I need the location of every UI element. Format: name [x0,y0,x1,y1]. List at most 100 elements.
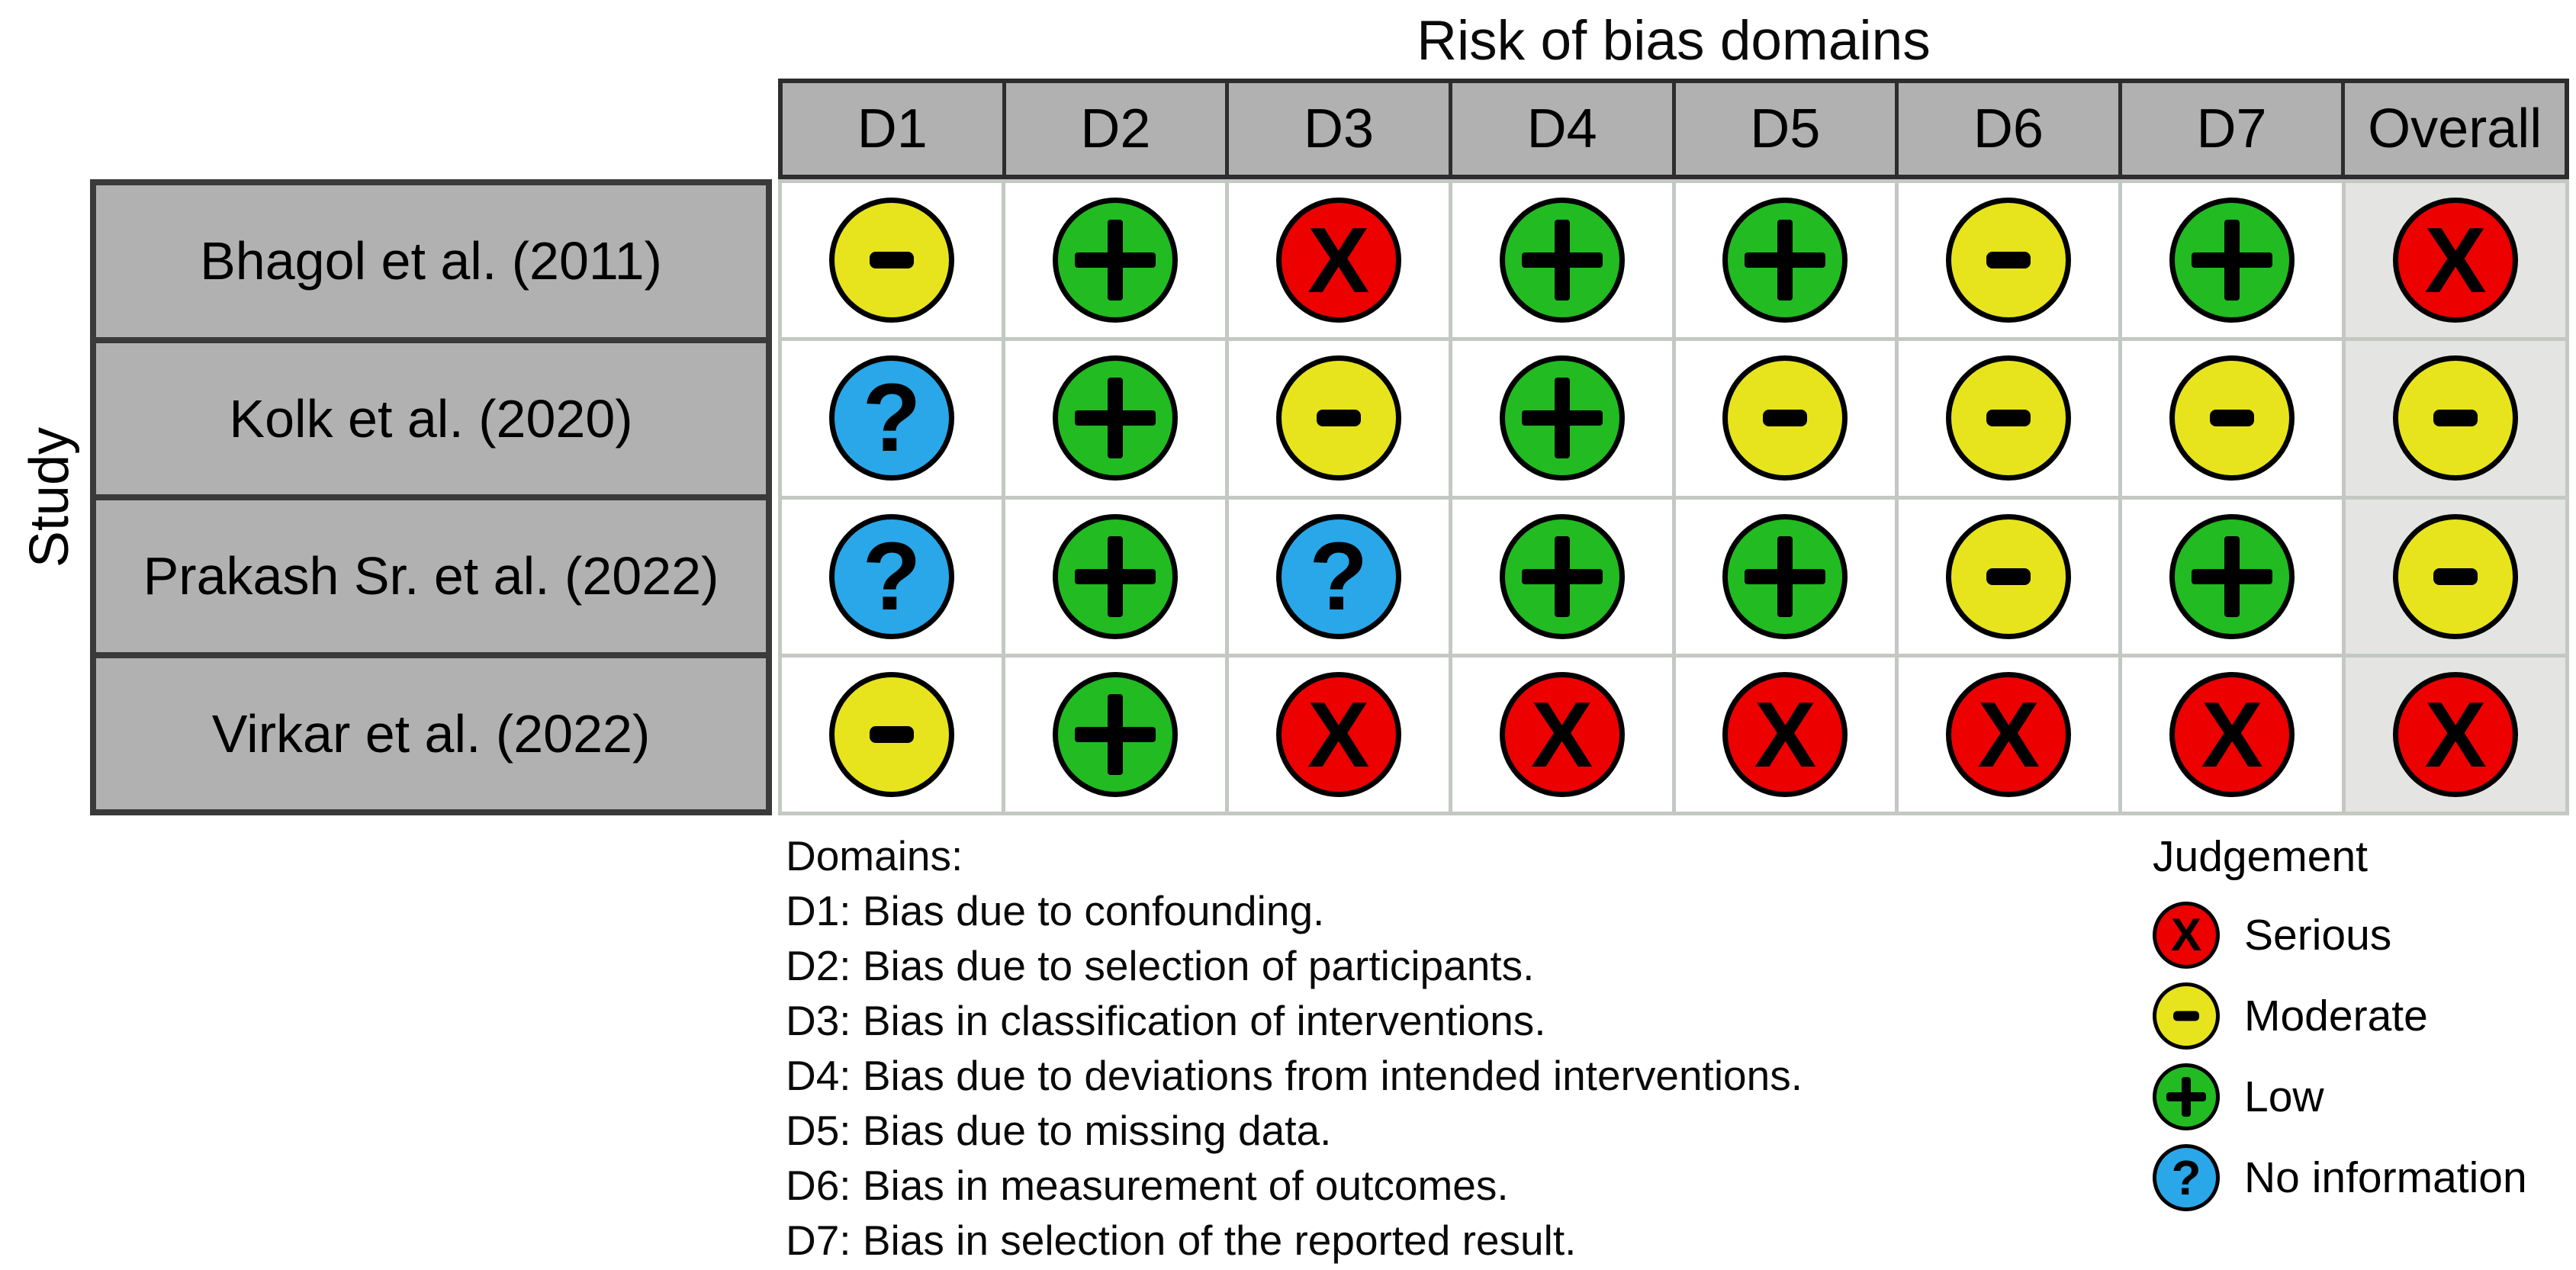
minus-glyph [869,725,914,743]
judgement-icon-no-information: ? [828,355,954,481]
question-glyph: ? [862,364,921,472]
judgement-icon-moderate [2169,355,2295,481]
judgement-icon-no-information: ? [2153,1144,2220,1211]
question-glyph: ? [1309,522,1368,630]
judgement-cell-d5-row2 [1675,341,1896,496]
judgement-cell-d4-row4: X [1452,657,1672,812]
judgement-cell-d3-row2 [1228,341,1449,496]
judgement-cell-d3-row3: ? [1228,499,1449,654]
x-glyph: X [1307,208,1370,313]
legend-item-no-information: ? No information [2153,1144,2527,1211]
legend-item-label: Moderate [2244,992,2428,1040]
question-glyph: ? [2171,1150,2201,1205]
judgement-icon-serious: X [1499,671,1625,797]
domain-definition: D2: Bias due to selection of participant… [786,942,1535,989]
column-header-d5: D5 [1675,83,1896,175]
judgement-icon-moderate [1722,355,1848,481]
study-row-label: Kolk et al. (2020) [96,342,766,494]
judgement-icon-low [1499,513,1625,639]
judgement-cell-d7-row2 [2122,341,2343,496]
minus-glyph [1316,410,1361,427]
domain-definition: D4: Bias due to deviations from intended… [786,1052,1803,1099]
column-header-d2: D2 [1005,83,1226,175]
legend-item-serious: X Serious [2153,902,2527,969]
judgement-cell-d4-row2 [1452,341,1672,496]
judgement-icon-serious: X [2393,198,2519,323]
judgement-cell-d7-row4: X [2122,657,2343,812]
judgement-icon-low [1499,355,1625,481]
judgement-icon-serious: X [2153,902,2220,969]
judgement-cell-d1-row4 [782,657,1002,812]
plus-glyph [1107,693,1123,775]
judgement-cell-overall-row1: X [2346,183,2565,338]
x-glyph: X [2424,682,2487,786]
judgement-icon-serious: X [1946,671,2072,797]
plus-glyph [1777,220,1793,301]
judgement-cell-d5-row4: X [1675,657,1896,812]
judgement-cell-d5-row1 [1675,183,1896,338]
y-axis-label-text: Study [19,426,80,568]
judgement-icon-low [1052,355,1178,481]
judgement-cell-d1-row2: ? [782,341,1002,496]
plus-glyph [2224,535,2240,617]
legend-item-label: No information [2244,1153,2527,1202]
y-axis-label: Study [8,179,92,815]
minus-glyph [1986,567,2031,585]
x-glyph: X [1977,682,2040,786]
judgement-cell-d1-row1 [782,183,1002,338]
plus-glyph [1554,220,1570,301]
legend-title: Judgement [2153,832,2369,881]
column-header-d3: D3 [1229,83,1449,175]
minus-glyph [869,252,914,269]
judgement-cell-d3-row4: X [1228,657,1449,812]
judgement-icon-low [1052,198,1178,323]
minus-glyph [2433,410,2478,427]
study-row-label: Virkar et al. (2022) [96,658,766,809]
judgement-icon-serious: X [2393,671,2519,797]
judgement-cell-d6-row1 [1899,183,2119,338]
chart-title: Risk of bias domains [1417,10,1931,72]
judgement-icon-serious: X [1275,671,1401,797]
plus-glyph [1554,378,1570,459]
legend-item-label: Low [2244,1072,2324,1121]
judgement-cell-d2-row2 [1005,341,1225,496]
study-row-label: Prakash Sr. et al. (2022) [96,500,766,652]
judgement-icon-moderate [1946,513,2072,639]
study-label-column: Bhagol et al. (2011)Kolk et al. (2020)Pr… [90,179,772,815]
column-header-d4: D4 [1452,83,1672,175]
judgement-cell-d2-row1 [1005,183,1225,338]
judgement-cell-d6-row4: X [1899,657,2119,812]
domain-definition: D7: Bias in selection of the reported re… [786,1217,1577,1264]
minus-glyph [1986,252,2031,269]
plus-glyph [2182,1077,2191,1117]
domain-definition: D5: Bias due to missing data. [786,1107,1332,1154]
plus-glyph [2224,220,2240,301]
x-glyph: X [2201,682,2263,786]
legend-item-low: Low [2153,1063,2527,1130]
judgement-icon-moderate [828,671,954,797]
judgement-cell-d6-row2 [1899,341,2119,496]
judgement-cell-overall-row3 [2346,499,2565,654]
judgement-cell-d6-row3 [1899,499,2119,654]
x-glyph: X [1754,682,1817,786]
legend-item-label: Serious [2244,911,2392,960]
plus-glyph [1107,535,1123,617]
judgement-icon-moderate [1275,355,1401,481]
judgement-icon-serious: X [1275,198,1401,323]
plus-glyph [1107,220,1123,301]
judgement-icon-serious: X [2169,671,2295,797]
judgement-icon-low [2169,198,2295,323]
judgement-cell-d7-row1 [2122,183,2343,338]
study-row-label: Bhagol et al. (2011) [96,185,766,337]
judgement-cell-d2-row3 [1005,499,1225,654]
judgement-icon-low [2169,513,2295,639]
judgement-cell-d3-row1: X [1228,183,1449,338]
column-header-d1: D1 [783,83,1002,175]
judgement-icon-moderate [828,198,954,323]
domains-footnote-heading: Domains: [786,832,963,879]
minus-glyph [1986,410,2031,427]
plus-glyph [1554,535,1570,617]
